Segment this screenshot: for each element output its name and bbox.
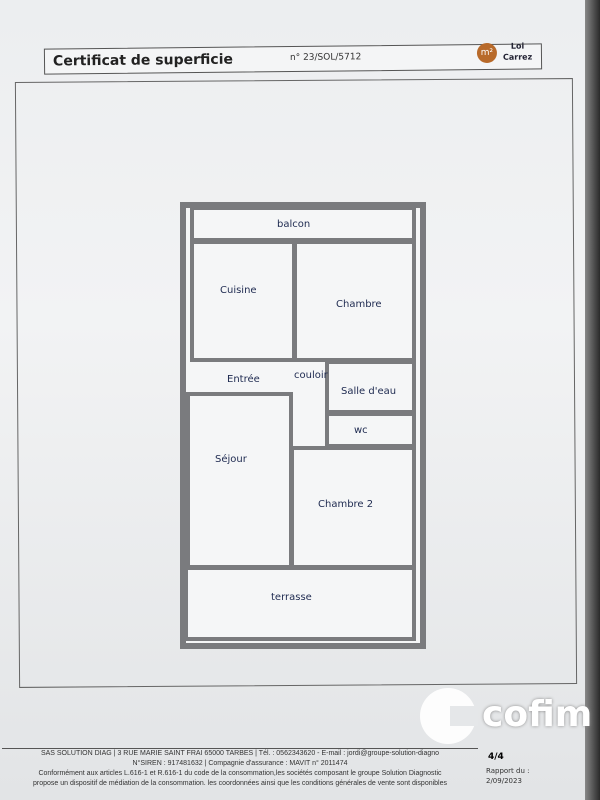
label-sejour: Séjour [215,454,247,465]
room-sejour [186,392,293,569]
label-cuisine: Cuisine [220,285,257,296]
m2-badge-icon: m² [476,42,498,64]
room-cuisine [190,240,296,362]
label-couloir: couloir [294,370,328,381]
plan-outline [180,202,426,649]
report-label: Rapport du : [486,767,530,775]
cofim-watermark: cofim [482,694,593,735]
room-terrasse [184,566,416,641]
certificate-header: Certificat de superficie n° 23/SOL/5712 … [43,40,543,75]
report-date-block: Rapport du : 2/09/2023 [486,766,529,786]
certificate-number: n° 23/SOL/5712 [289,52,362,64]
footer: SAS SOLUTION DIAG | 3 RUE MARIE SAINT FR… [2,748,478,789]
footer-legal-2: propose un dispositif de médiation de la… [32,780,448,787]
label-entree: Entrée [227,374,260,385]
page-number: 4/4 [488,752,504,762]
label-balcon: balcon [277,219,311,230]
photo-edge [585,0,600,800]
cofim-logo-icon [420,688,478,744]
carrez-label: Carrez [502,52,533,62]
label-terrasse: terrasse [271,592,312,603]
label-salle-deau: Salle d'eau [341,386,397,397]
room-wc [325,412,416,448]
label-chambre-2: Chambre 2 [318,499,374,510]
label-wc: wc [354,425,368,436]
footer-company: SAS SOLUTION DIAG | 3 RUE MARIE SAINT FR… [40,750,440,757]
loi-label: Loi [510,41,525,51]
certificate-title: Certificat de superficie [52,51,234,70]
document-page: Certificat de superficie n° 23/SOL/5712 … [0,0,585,800]
footer-legal-1: Conformément aux articles L.616-1 et R.6… [38,770,442,777]
label-chambre: Chambre [336,299,382,310]
report-date: 2/09/2023 [486,777,522,785]
footer-siren: N°SIREN : 917481632 | Compagnie d'assura… [132,760,348,767]
